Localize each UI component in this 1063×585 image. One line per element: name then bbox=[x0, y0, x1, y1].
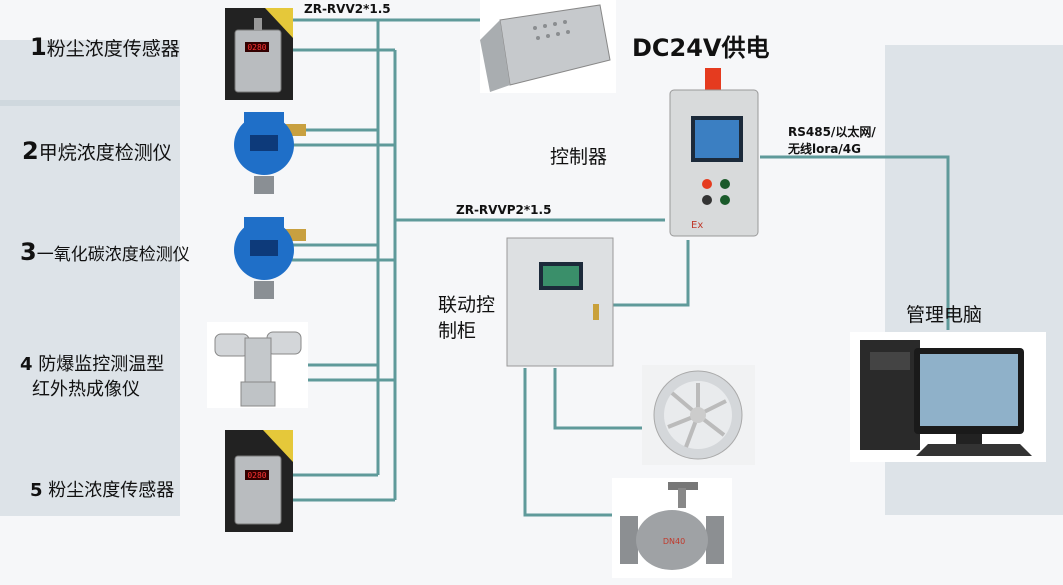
co-detector-3 bbox=[234, 217, 306, 299]
device-label-5: 5 粉尘浓度传感器 bbox=[30, 480, 175, 501]
device-label-3: 3一氧化碳浓度检测仪 bbox=[20, 238, 190, 266]
ball-valve: DN40 bbox=[612, 478, 732, 578]
linkage-cabinet-label-1: 联动控 bbox=[438, 294, 496, 316]
power-supply-label: DC24V供电 bbox=[632, 34, 770, 62]
controller-label: 控制器 bbox=[550, 146, 608, 168]
pc-label: 管理电脑 bbox=[906, 304, 983, 326]
thermal-camera-4 bbox=[207, 322, 308, 408]
linkage-cabinet bbox=[506, 237, 614, 367]
device-label-4: 4 防爆监控测温型 bbox=[20, 354, 165, 375]
background-stripe-left bbox=[0, 100, 180, 106]
svg-text:0280: 0280 bbox=[247, 471, 266, 480]
power-supply bbox=[480, 0, 616, 93]
controller-box: Ex bbox=[669, 68, 759, 237]
signal-cable-label: ZR-RVVP2*1.5 bbox=[456, 203, 552, 217]
methane-detector-2 bbox=[234, 112, 306, 194]
svg-text:0280: 0280 bbox=[247, 43, 266, 52]
dust-sensor-1: 0280 bbox=[225, 8, 293, 100]
dust-sensor-5: 0280 bbox=[225, 430, 293, 532]
network-label-line2: 无线lora/4G bbox=[788, 142, 861, 156]
device-label-4-line2: 红外热成像仪 bbox=[32, 379, 140, 400]
device-label-1: 1粉尘浓度传感器 bbox=[30, 33, 180, 61]
linkage-cabinet-label-2: 制柜 bbox=[438, 320, 477, 342]
background-panel-left bbox=[0, 40, 180, 516]
svg-text:DN40: DN40 bbox=[663, 537, 685, 546]
svg-text:Ex: Ex bbox=[691, 220, 703, 231]
exhaust-fan bbox=[642, 365, 755, 465]
management-pc bbox=[850, 332, 1046, 462]
power-cable-label: ZR-RVV2*1.5 bbox=[304, 2, 391, 16]
device-label-2: 2甲烷浓度检测仪 bbox=[22, 137, 172, 165]
network-label-line1: RS485/以太网/ bbox=[788, 125, 876, 139]
